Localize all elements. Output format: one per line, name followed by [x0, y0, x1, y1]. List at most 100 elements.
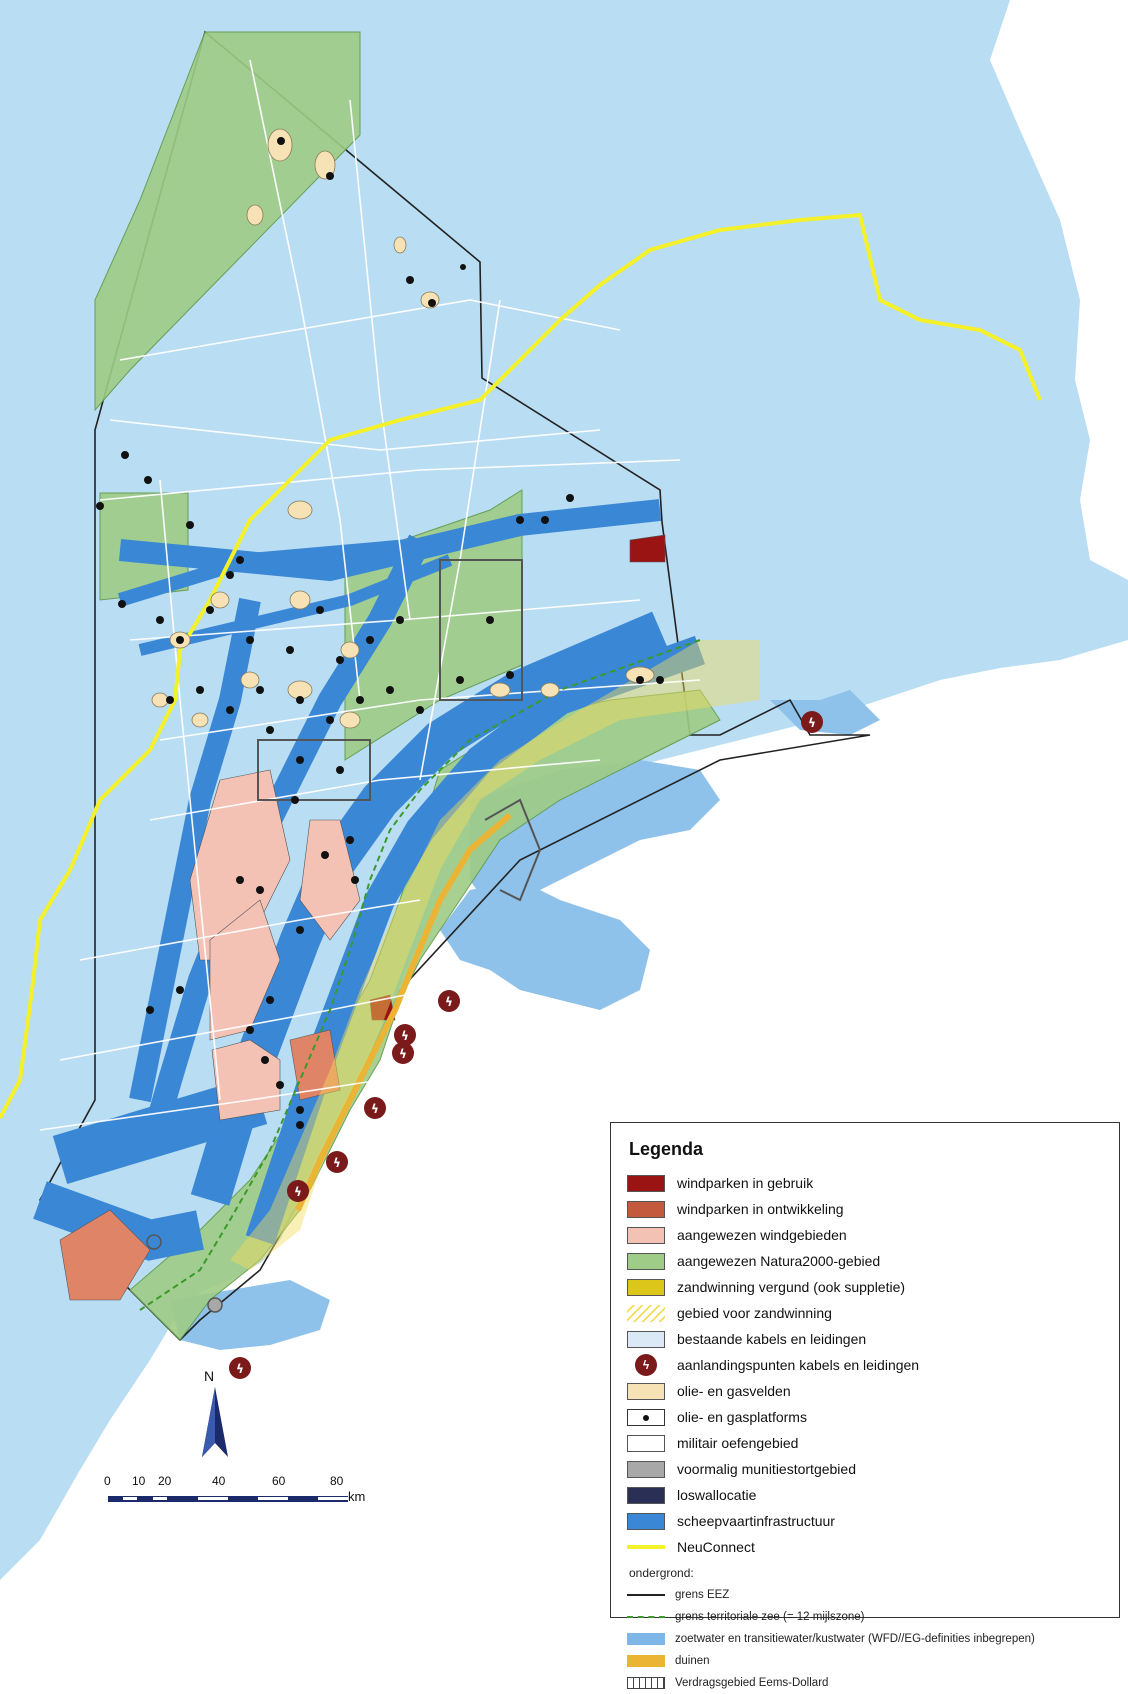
wind-area-south-west	[289, 1029, 341, 1101]
svg-text:ϟ: ϟ	[371, 1102, 379, 1116]
scale-bar: 0 10 20 40 60 80 km	[104, 1474, 368, 1532]
dunes	[295, 812, 512, 1212]
legend-item-label: scheepvaartinfrastructuur	[677, 1513, 835, 1529]
legend-subitems: grens EEZ grens territoriale zee (= 12 mi…	[627, 1584, 1103, 1694]
svg-text:ϟ: ϟ	[236, 1362, 244, 1376]
legend-subitem-label: grens territoriale zee (= 12 mijlszone)	[675, 1611, 865, 1623]
color-swatch	[627, 1486, 665, 1504]
legend-item-label: voormalig munitiestortgebied	[677, 1461, 856, 1477]
neuconnect-cable	[0, 212, 1042, 1119]
legend-item-label: NeuConnect	[677, 1539, 755, 1555]
scale-unit: km	[348, 1489, 366, 1504]
legend-item-label: gebied voor zandwinning	[677, 1305, 832, 1321]
color-swatch	[627, 1512, 665, 1530]
color-swatch	[627, 1200, 665, 1218]
svg-text:ϟ: ϟ	[399, 1047, 407, 1061]
legend-item: voormalig munitiestortgebied	[627, 1456, 1103, 1482]
legend-item-label: windparken in ontwikkeling	[677, 1201, 844, 1217]
legend-subitem: grens EEZ	[627, 1584, 1103, 1606]
legend-subitem: grens territoriale zee (= 12 mijlszone)	[627, 1606, 1103, 1628]
landing-point-icon: ϟ	[801, 711, 823, 733]
natura2000-dogger-bank	[94, 31, 361, 412]
svg-text:ϟ: ϟ	[294, 1185, 302, 1199]
legend-item-label: aangewezen windgebieden	[677, 1227, 847, 1243]
wind-area-holland-west	[209, 899, 281, 1041]
oil-gas-fields	[151, 128, 655, 729]
legend-item: bestaande kabels en leidingen	[627, 1326, 1103, 1352]
legend-item-label: bestaande kabels en leidingen	[677, 1331, 867, 1347]
legend-subitem-label: duinen	[675, 1655, 710, 1667]
landing-point-icon: ϟ	[287, 1180, 309, 1202]
legend-subitem-label: zoetwater en transitiewater/kustwater (W…	[675, 1633, 1035, 1645]
svg-text:ϟ: ϟ	[445, 995, 453, 1009]
legend-item: NeuConnect	[627, 1534, 1103, 1560]
legend-subitem-label: Verdragsgebied Eems-Dollard	[675, 1677, 829, 1689]
subitem-swatch	[627, 1677, 665, 1689]
legend-item-label: windparken in gebruik	[677, 1175, 814, 1191]
legend-item-label: loswallocatie	[677, 1487, 757, 1503]
legend-item: aangewezen windgebieden	[627, 1222, 1103, 1248]
landing-point-icon: ϟ	[635, 1354, 657, 1376]
landing-point-icon: ϟ	[229, 1357, 251, 1379]
subitem-swatch	[627, 1633, 665, 1645]
hatch-swatch	[627, 1304, 665, 1322]
landing-point-icon: ϟ	[438, 990, 460, 1012]
legend-title: Legenda	[629, 1139, 704, 1159]
scale-tick: 40	[212, 1474, 226, 1488]
legend-item-label: militair oefengebied	[677, 1435, 799, 1451]
scale-tick: 20	[158, 1474, 172, 1488]
legend-subitem-label: grens EEZ	[675, 1589, 730, 1601]
legend-item: gebied voor zandwinning	[627, 1300, 1103, 1326]
color-swatch	[627, 1382, 665, 1400]
oil-gas-platforms	[96, 137, 664, 1129]
subitem-swatch	[627, 1655, 665, 1667]
svg-text:ϟ: ϟ	[333, 1156, 341, 1170]
legend-item-label: zandwinning vergund (ook suppletie)	[677, 1279, 906, 1295]
svg-text:ϟ: ϟ	[401, 1029, 409, 1043]
military-exercise-areas	[257, 559, 542, 902]
scale-tick: 80	[330, 1474, 344, 1488]
wind-area-borssele	[59, 1209, 151, 1301]
former-munition-dumps	[146, 1234, 223, 1313]
legend-item: scheepvaartinfrastructuur	[627, 1508, 1103, 1534]
legend-subitem: duinen	[627, 1650, 1103, 1672]
subitem-swatch	[627, 1594, 665, 1596]
wind-areas	[59, 534, 666, 1301]
subitem-swatch	[627, 1616, 665, 1618]
outline-swatch	[627, 1434, 665, 1452]
scale-tick: 0	[104, 1474, 111, 1488]
legend-item: windparken in ontwikkeling	[627, 1196, 1103, 1222]
north-arrow-icon	[202, 1387, 228, 1457]
legend-items: windparken in gebruik windparken in ontwi…	[627, 1170, 1103, 1560]
legend-item: aangewezen Natura2000-gebied	[627, 1248, 1103, 1274]
legend-item: olie- en gasplatforms	[627, 1404, 1103, 1430]
legend-item: militair oefengebied	[627, 1430, 1103, 1456]
color-swatch	[627, 1460, 665, 1478]
landing-point-icon: ϟ	[394, 1024, 416, 1046]
scale-bar-graphic	[108, 1496, 348, 1502]
legend-item: olie- en gasvelden	[627, 1378, 1103, 1404]
territorial-sea-boundary	[139, 639, 701, 1311]
inland-water-ijsselmeer	[440, 880, 650, 1010]
north-label: N	[204, 1368, 215, 1384]
svg-text:ϟ: ϟ	[808, 716, 816, 730]
wind-area-north-holland	[299, 819, 361, 941]
inland-water-ems	[770, 690, 880, 735]
landing-point-icon: ϟ	[392, 1042, 414, 1064]
color-swatch	[627, 1226, 665, 1244]
legend-item: zandwinning vergund (ook suppletie)	[627, 1274, 1103, 1300]
legend-item-label: aangewezen Natura2000-gebied	[677, 1253, 881, 1269]
scale-tick: 60	[272, 1474, 286, 1488]
sand-extraction-zone	[230, 640, 760, 1270]
legend-item: windparken in gebruik	[627, 1170, 1103, 1196]
color-swatch	[627, 1330, 665, 1348]
legend-subitem: Verdragsgebied Eems-Dollard	[627, 1672, 1103, 1694]
landing-point-icon: ϟ	[326, 1151, 348, 1173]
cables-and-pipelines	[39, 59, 701, 1131]
color-swatch	[627, 1252, 665, 1270]
landing-point-icon: ϟ	[364, 1097, 386, 1119]
legend-subheader: ondergrond:	[629, 1566, 694, 1580]
landing-points: ϟ ϟ ϟ ϟ ϟ ϟ ϟ ϟ	[229, 711, 823, 1379]
